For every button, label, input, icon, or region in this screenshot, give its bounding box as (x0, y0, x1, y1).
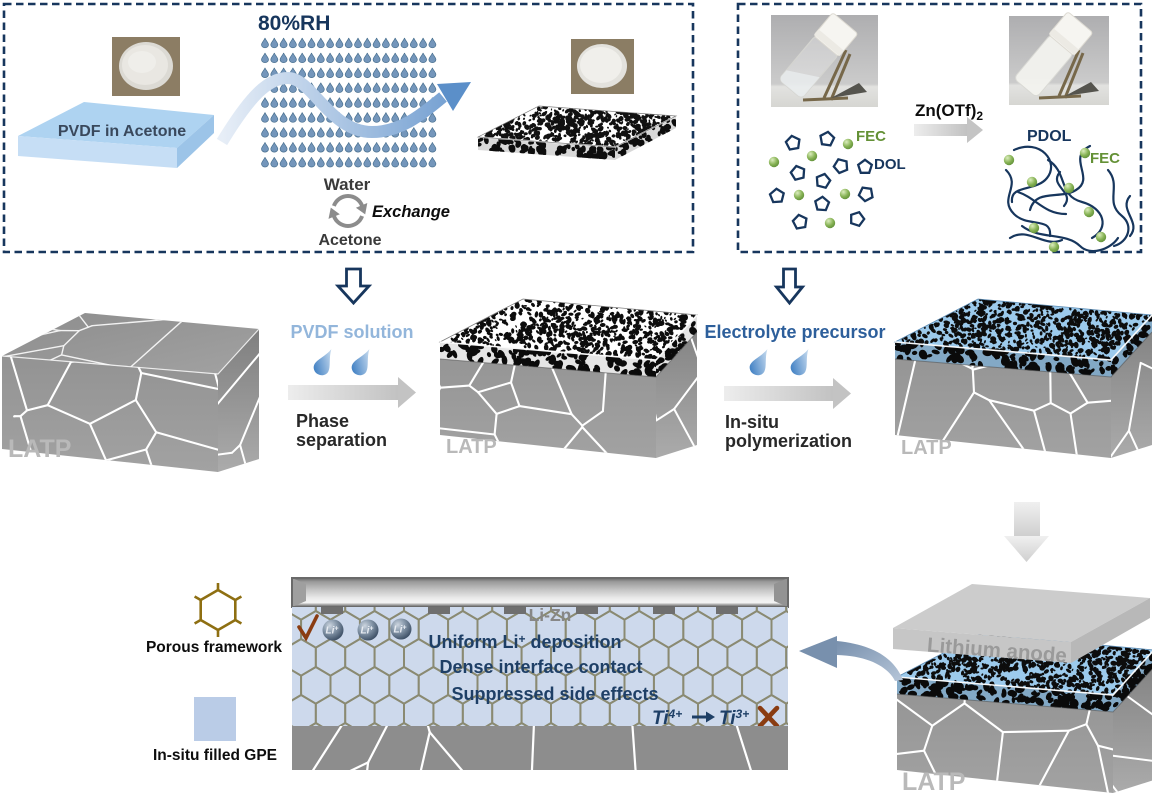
svg-text:PDOL: PDOL (1027, 128, 1072, 145)
svg-text:PVDF in Acetone: PVDF in Acetone (58, 123, 186, 140)
svg-text:Porous framework: Porous framework (146, 639, 282, 656)
svg-text:Li+: Li+ (326, 626, 339, 637)
svg-text:Li-Zn: Li-Zn (529, 605, 572, 625)
svg-text:LATP: LATP (8, 435, 71, 463)
svg-text:FEC: FEC (856, 128, 886, 145)
svg-text:In-situ filled GPE: In-situ filled GPE (153, 747, 277, 764)
svg-text:Li+: Li+ (361, 626, 374, 637)
svg-text:DOL: DOL (874, 156, 906, 173)
svg-text:Phase: Phase (296, 411, 349, 431)
svg-text:separation: separation (296, 430, 387, 450)
svg-text:PVDF solution: PVDF solution (291, 322, 414, 342)
svg-text:FEC: FEC (1090, 150, 1120, 167)
svg-text:Acetone: Acetone (318, 232, 381, 249)
svg-text:LATP: LATP (902, 768, 965, 796)
svg-text:In-situ: In-situ (725, 412, 779, 432)
svg-text:Dense interface contact: Dense interface contact (439, 657, 642, 677)
svg-text:polymerization: polymerization (725, 431, 852, 451)
svg-text:80%RH: 80%RH (258, 12, 330, 35)
svg-text:Exchange: Exchange (372, 203, 450, 221)
svg-text:Uniform Li+ deposition: Uniform Li+ deposition (428, 632, 621, 652)
svg-text:LATP: LATP (901, 437, 952, 459)
svg-text:Zn(OTf)2: Zn(OTf)2 (915, 101, 983, 123)
svg-text:Electrolyte precursor: Electrolyte precursor (704, 322, 885, 342)
svg-text:LATP: LATP (446, 436, 497, 458)
svg-text:Li+: Li+ (394, 625, 407, 636)
svg-text:Water: Water (324, 175, 371, 194)
svg-text:Suppressed side effects: Suppressed side effects (451, 684, 658, 704)
